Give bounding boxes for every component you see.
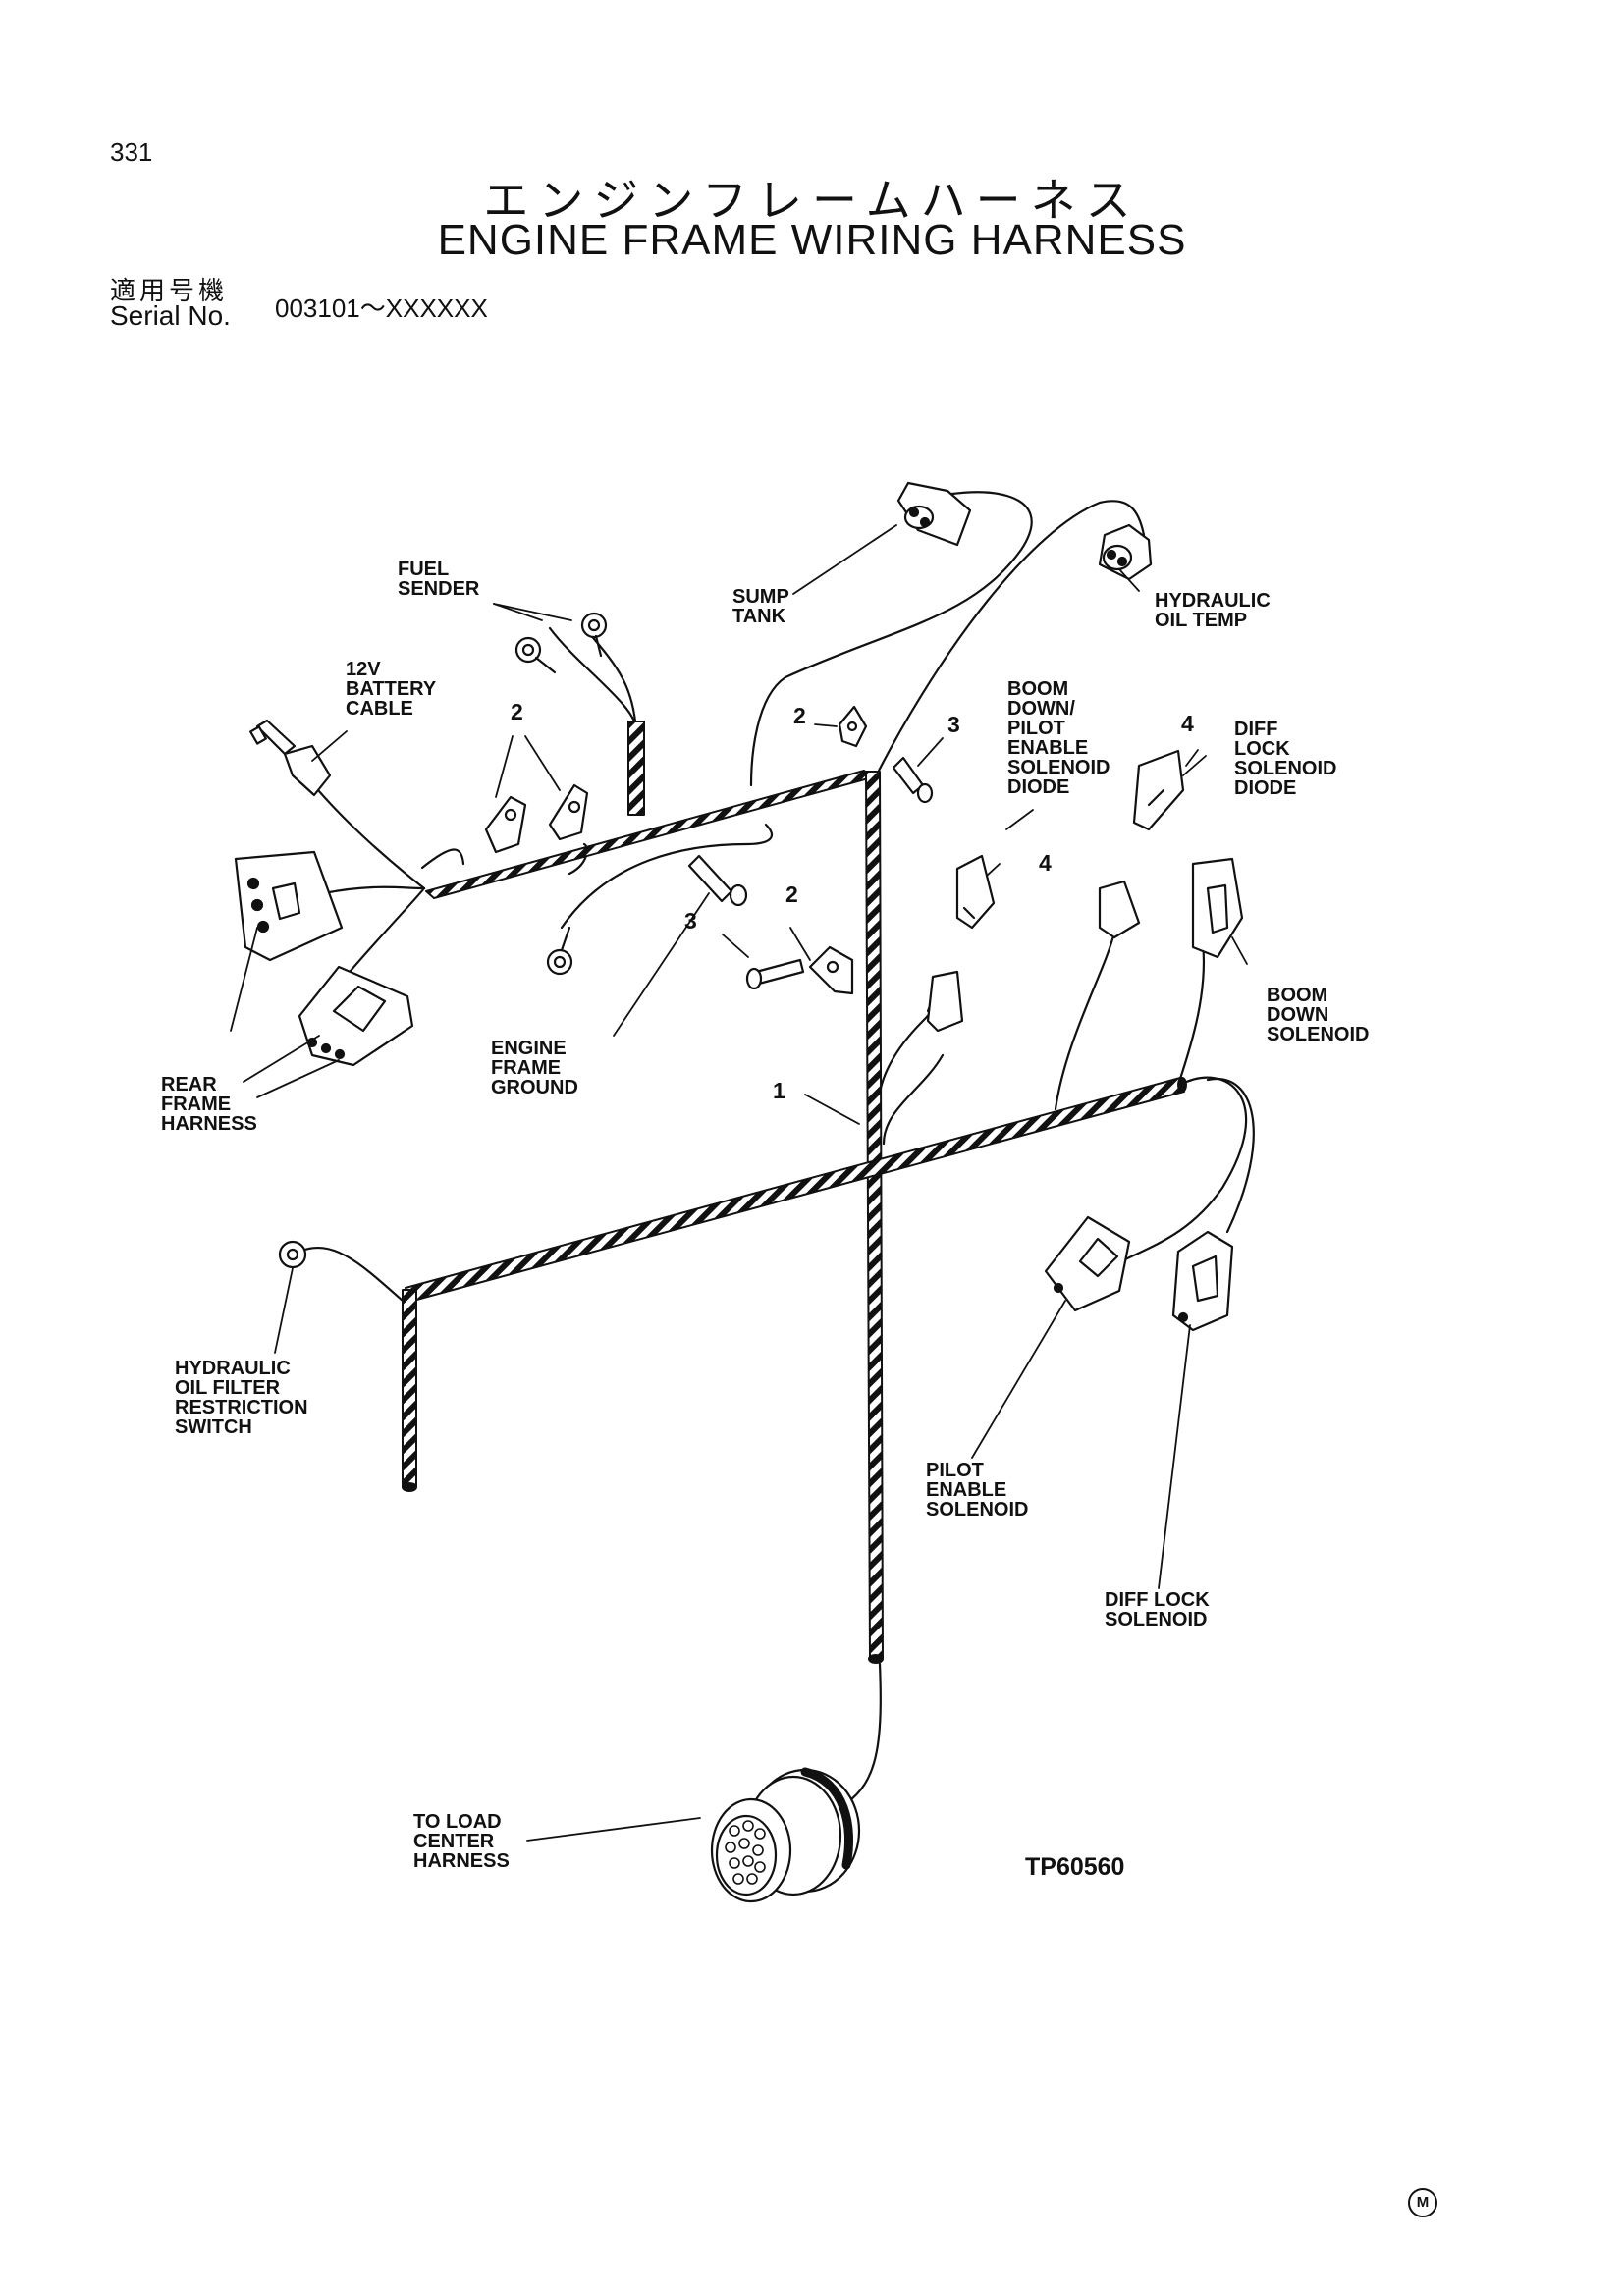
item-number-2: 2 — [793, 703, 806, 728]
solenoid-connectors-upper — [926, 857, 1244, 1033]
page-number: 331 — [110, 137, 153, 167]
item-number-2: 2 — [511, 699, 523, 724]
label-diff-lock-diode: DIFF LOCK SOLENOID DIODE — [1234, 719, 1337, 799]
wire-boom-down-pilot-solenoid — [1054, 931, 1116, 1111]
label-boom-down-pilot-diode: BOOM DOWN/ PILOT ENABLE SOLENOID DIODE — [1007, 678, 1110, 798]
load-center-connector — [710, 1767, 861, 1903]
wire-hydraulic-oil-temp — [877, 500, 1146, 773]
title-japanese: エンジンフレームハーネス — [483, 174, 1141, 227]
item-number-3: 3 — [947, 712, 960, 737]
label-hydraulic-oil-temp: HYDRAULIC OIL TEMP — [1155, 590, 1271, 631]
diode-parts — [955, 749, 1185, 930]
m-mark: M — [1408, 2188, 1437, 2217]
clamp-parts — [484, 705, 868, 995]
fuel-sender-terminals — [514, 612, 608, 674]
oil-filter-switch-terminal — [278, 1240, 307, 1269]
wire-diff-lock-solenoid — [1206, 1077, 1255, 1234]
wire-engine-frame-ground — [560, 823, 774, 930]
wire-comp-a — [420, 848, 465, 870]
wire-rear-frame-b — [337, 886, 426, 987]
label-diff-lock-solenoid: DIFF LOCK SOLENOID — [1105, 1589, 1210, 1630]
label-sump-tank: SUMP TANK — [732, 586, 789, 627]
wire-pilot-diode — [882, 1053, 945, 1146]
label-battery-cable: 12V BATTERY CABLE — [346, 659, 437, 720]
item-number-4: 4 — [1181, 711, 1194, 736]
label-oil-filter-switch: HYDRAULIC OIL FILTER RESTRICTION SWITCH — [175, 1358, 308, 1438]
leader-lines — [230, 524, 1248, 1842]
label-pilot-enable-solenoid: PILOT ENABLE SOLENOID — [926, 1460, 1029, 1521]
figure-code: TP60560 — [1025, 1853, 1125, 1881]
engine-frame-ground-terminal — [546, 926, 573, 976]
wire-sump-tank — [749, 491, 1033, 787]
hydraulic-oil-temp-sensor — [1098, 523, 1153, 581]
label-engine-frame-ground: ENGINE FRAME GROUND — [491, 1038, 578, 1098]
pilot-enable-solenoid-connector — [1044, 1215, 1131, 1312]
harness-fuel-sender-branch — [627, 721, 645, 816]
wire-center-diode — [877, 1001, 936, 1106]
item-number-4: 4 — [1039, 850, 1052, 876]
serial-label-japanese: 適用号機 — [110, 277, 229, 306]
rear-frame-harness-connectors — [234, 850, 414, 1067]
diff-lock-solenoid-connector — [1171, 1230, 1234, 1332]
bolt-parts — [687, 756, 934, 990]
harness-trunks — [402, 721, 1187, 1664]
harness-left-drop — [402, 1289, 417, 1488]
wire-rear-frame-a — [322, 885, 426, 895]
item-number-3: 3 — [684, 908, 697, 934]
label-rear-frame-harness: REAR FRAME HARNESS — [161, 1074, 257, 1135]
label-boom-down-solenoid: BOOM DOWN SOLENOID — [1267, 985, 1370, 1045]
serial-value: 003101～XXXXXX — [275, 294, 488, 323]
serial-label: Serial No. — [110, 300, 231, 331]
item-number-1: 1 — [773, 1078, 785, 1103]
label-load-center-harness: TO LOAD CENTER HARNESS — [413, 1811, 510, 1872]
wire-load-center — [838, 1662, 882, 1810]
label-fuel-sender: FUEL SENDER — [398, 559, 480, 600]
harness-vertical-trunk — [865, 771, 884, 1660]
wire-group — [293, 491, 1255, 1810]
battery-cable-connector — [249, 719, 332, 797]
wire-fuel-sender-b — [587, 631, 638, 733]
wire-oil-filter-switch — [298, 1246, 405, 1303]
item-number-2: 2 — [785, 881, 798, 907]
wire-boom-down-solenoid — [1176, 940, 1206, 1087]
sump-tank-sensor — [896, 481, 972, 547]
page-title: ENGINE FRAME WIRING HARNESS — [437, 216, 1187, 264]
